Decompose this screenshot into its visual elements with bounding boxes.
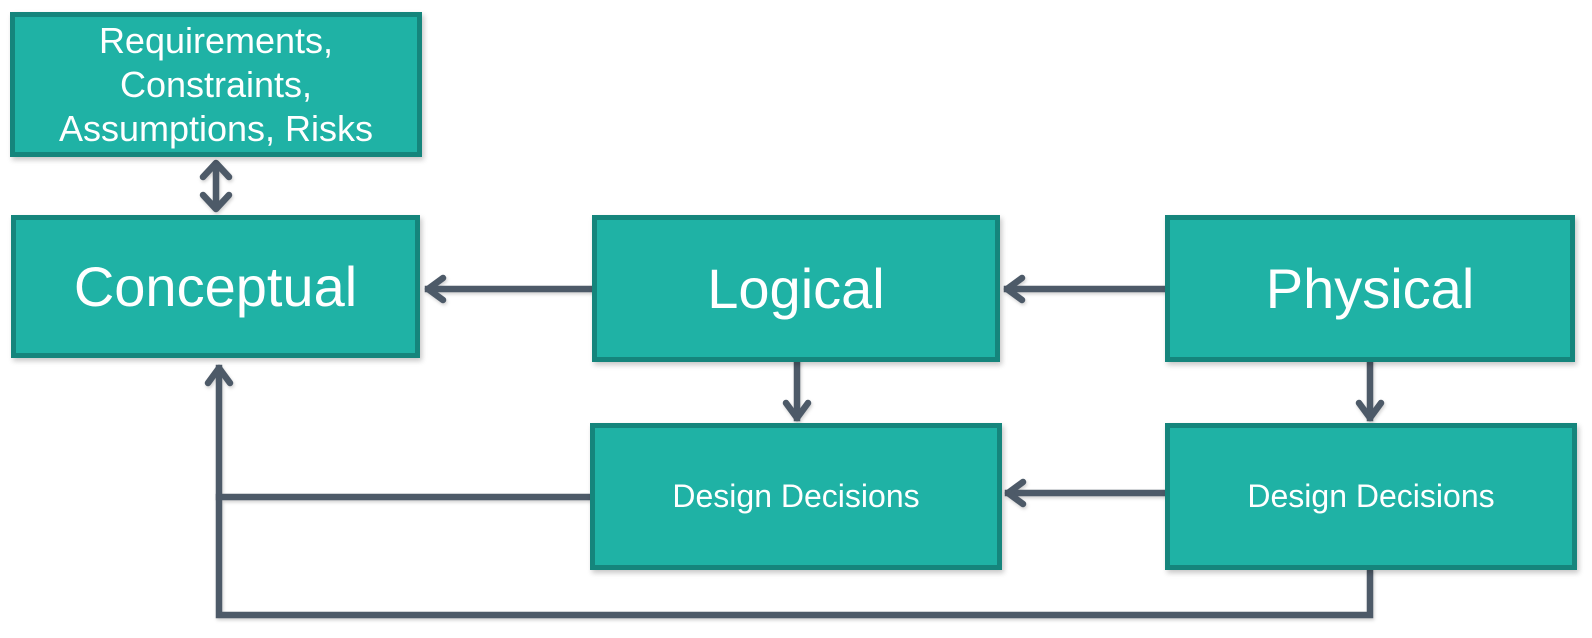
node-logical: Logical (592, 215, 1000, 362)
node-design-decisions-physical: Design Decisions (1165, 423, 1577, 570)
node-requirements: Requirements, Constraints, Assumptions, … (10, 12, 422, 157)
node-design-decisions-logical-label: Design Decisions (672, 478, 920, 514)
node-conceptual: Conceptual (11, 215, 420, 358)
node-design-decisions-physical-label: Design Decisions (1247, 478, 1495, 514)
connector-requirements-conceptual (199, 159, 233, 213)
node-logical-label: Logical (707, 257, 885, 320)
node-physical: Physical (1165, 215, 1575, 362)
node-physical-label: Physical (1265, 257, 1475, 320)
node-design-decisions-logical: Design Decisions (590, 423, 1002, 570)
node-conceptual-label: Conceptual (73, 255, 358, 318)
node-requirements-label: Requirements, Constraints, Assumptions, … (58, 19, 374, 149)
